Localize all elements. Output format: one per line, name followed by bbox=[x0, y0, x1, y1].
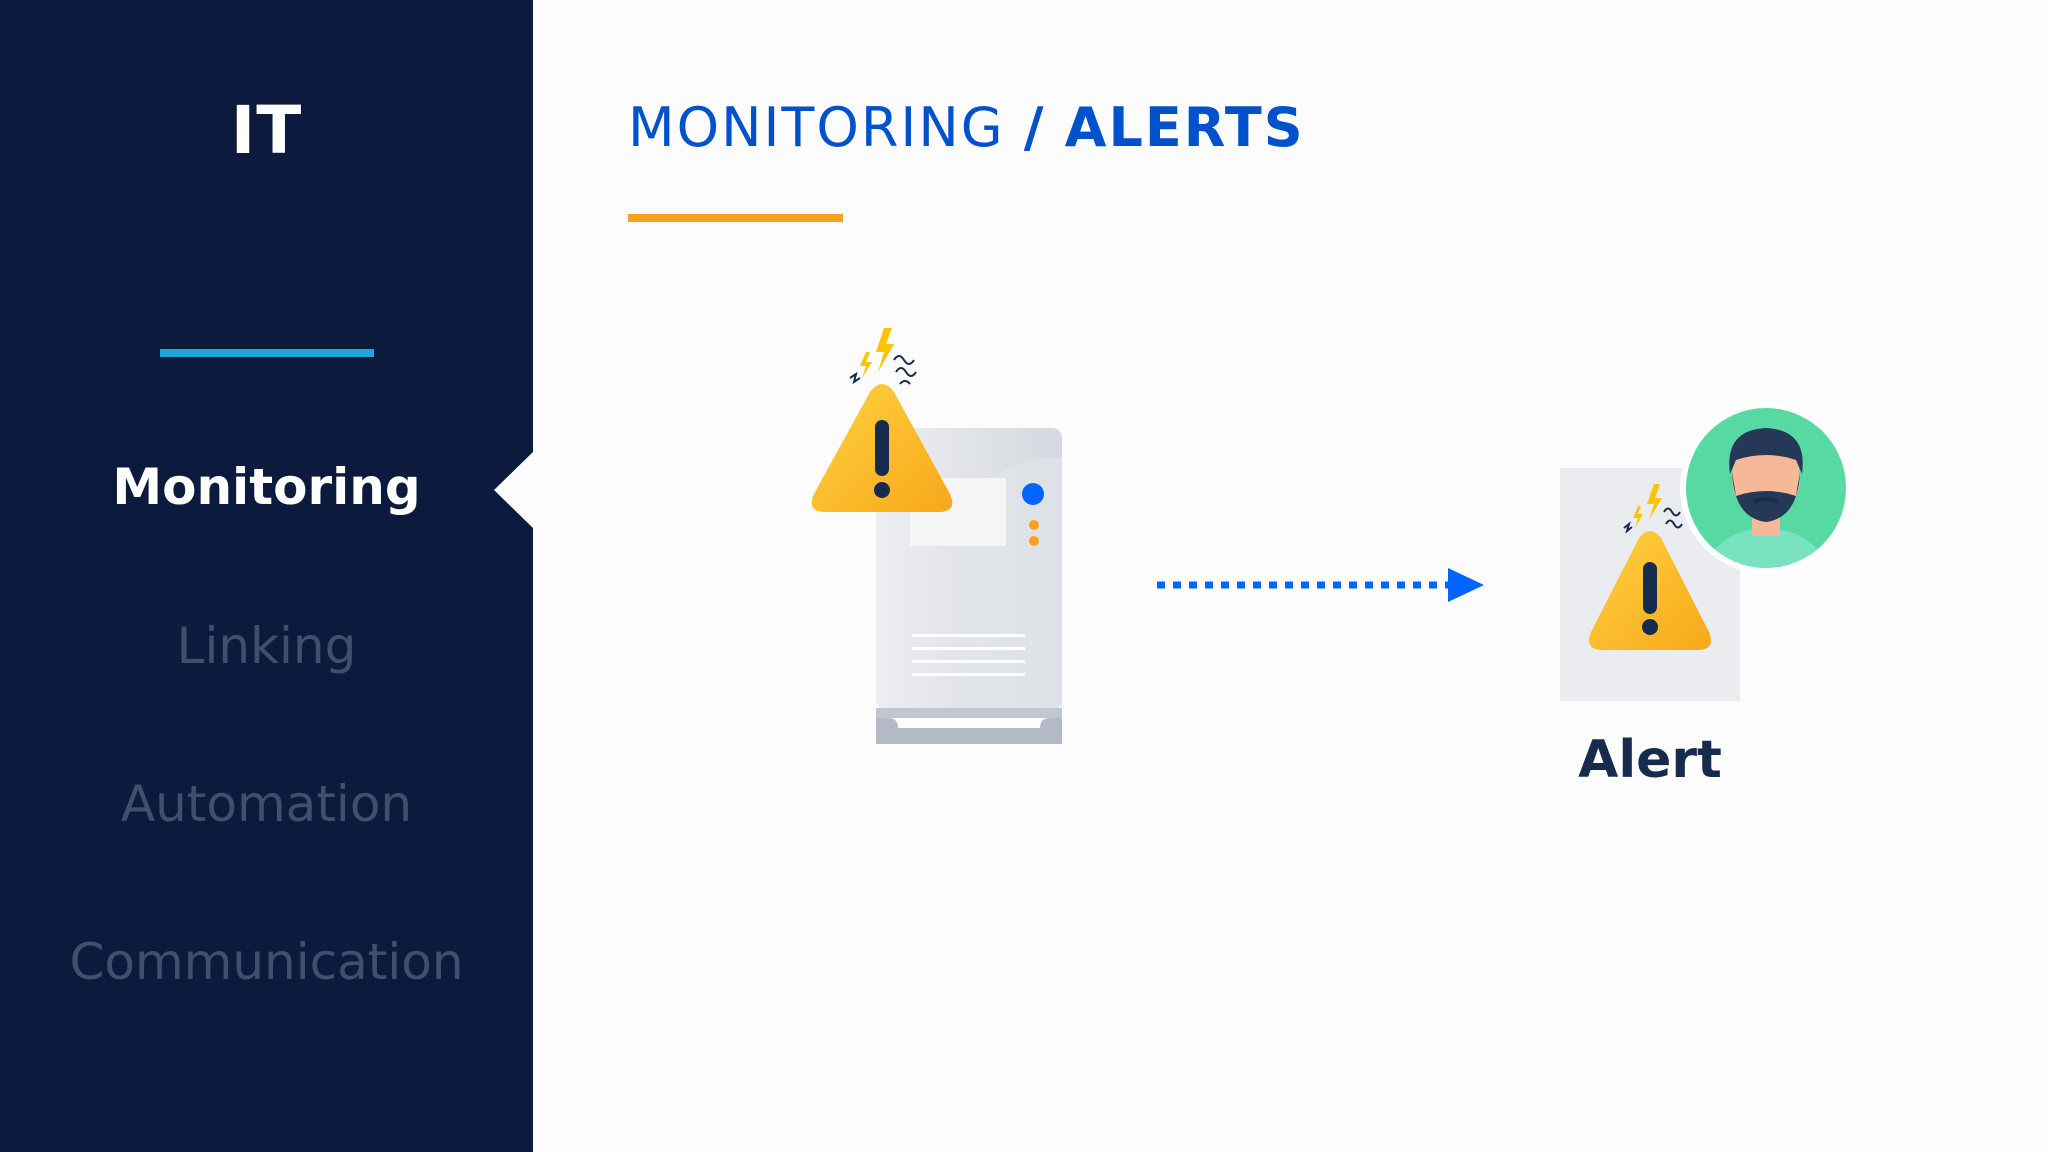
sidebar: IT Monitoring Linking Automation Communi… bbox=[0, 0, 534, 1152]
user-avatar-icon bbox=[1680, 402, 1852, 574]
sidebar-item-communication[interactable]: Communication bbox=[69, 933, 464, 991]
breadcrumb-separator: / bbox=[1023, 96, 1046, 159]
breadcrumb-underline bbox=[628, 214, 843, 222]
active-item-pointer bbox=[494, 451, 534, 529]
warning-icon bbox=[811, 328, 953, 512]
sidebar-item-automation[interactable]: Automation bbox=[120, 775, 413, 833]
alert-label: Alert bbox=[1578, 730, 1722, 790]
sidebar-item-monitoring[interactable]: Monitoring bbox=[112, 458, 421, 516]
sidebar-title: IT bbox=[230, 92, 303, 169]
breadcrumb: MONITORING / ALERTS bbox=[628, 96, 1305, 159]
breadcrumb-section: MONITORING bbox=[628, 96, 1005, 159]
sidebar-accent-bar bbox=[160, 349, 374, 357]
breadcrumb-current: ALERTS bbox=[1064, 96, 1305, 159]
arrow-right-icon bbox=[1157, 568, 1484, 602]
sidebar-item-linking[interactable]: Linking bbox=[176, 617, 357, 675]
